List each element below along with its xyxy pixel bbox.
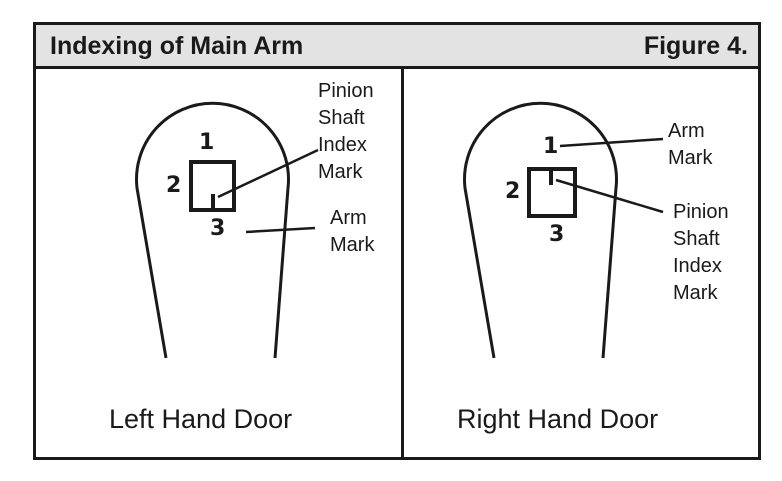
right-position-3: 3 bbox=[549, 222, 565, 247]
right-position-1: 1 bbox=[543, 134, 559, 159]
left-position-2: 2 bbox=[166, 173, 182, 198]
right-arm-label-line-1: Arm bbox=[668, 120, 705, 142]
left-arm-leader bbox=[245, 226, 316, 234]
right-position-2: 2 bbox=[505, 179, 521, 204]
right-pinion-label-line-2: Shaft bbox=[673, 228, 720, 250]
left-pinion-label-line-4: Mark bbox=[318, 161, 363, 183]
left-arm-outline bbox=[135, 101, 290, 359]
figure-frame: Indexing of Main Arm Figure 4. bbox=[33, 22, 761, 460]
left-arm-label: Arm Mark bbox=[330, 205, 374, 259]
figure-title: Indexing of Main Arm bbox=[50, 32, 304, 60]
left-pinion-label-line-3: Index bbox=[318, 134, 367, 156]
right-panel-caption: Right Hand Door bbox=[457, 404, 659, 434]
figure-number: Figure 4. bbox=[643, 32, 748, 60]
left-pinion-label-line-1: Pinion bbox=[318, 80, 374, 102]
figure-header: Indexing of Main Arm Figure 4. bbox=[36, 25, 758, 69]
right-pinion-label-line-4: Mark bbox=[673, 282, 718, 304]
right-arm-label: Arm Mark bbox=[668, 118, 712, 172]
right-pinion-label-line-1: Pinion bbox=[673, 201, 729, 223]
right-pinion-leader bbox=[555, 178, 664, 214]
left-pinion-label-line-2: Shaft bbox=[318, 107, 365, 129]
left-arm-label-line-1: Arm bbox=[330, 207, 367, 229]
left-panel-caption: Left Hand Door bbox=[109, 404, 293, 434]
right-arm-label-line-2: Mark bbox=[668, 147, 713, 169]
right-arm-leader bbox=[559, 137, 664, 148]
right-arm-outline bbox=[463, 101, 618, 359]
left-position-1: 1 bbox=[199, 130, 215, 155]
left-position-3: 3 bbox=[210, 216, 226, 241]
right-pinion-label-line-3: Index bbox=[673, 255, 722, 277]
panel-divider bbox=[401, 66, 404, 457]
left-pinion-label: Pinion Shaft Index Mark bbox=[318, 78, 374, 186]
left-arm-label-line-2: Mark bbox=[330, 234, 375, 256]
right-pinion-label: Pinion Shaft Index Mark bbox=[673, 199, 729, 307]
left-pinion-leader bbox=[217, 148, 319, 199]
